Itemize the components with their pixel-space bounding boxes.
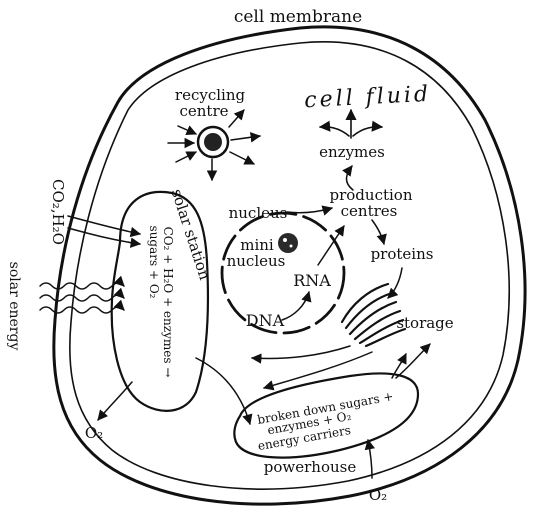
storage-out-arrow-lower	[262, 351, 373, 391]
powerhouse-label: powerhouse	[264, 458, 357, 476]
rna-to-production-arrow	[317, 225, 345, 266]
recycling-centre-label-2: centre	[179, 102, 228, 120]
mini-nucleus-label-2: nucleus	[227, 252, 286, 270]
powerhouse-out-arrow-up	[391, 353, 407, 379]
solar-energy-label: solar energy	[6, 262, 22, 351]
cell-membrane-outer	[52, 25, 527, 506]
recycling-centre-arrows	[167, 109, 262, 182]
nucleus-to-production-arrow	[286, 205, 334, 216]
dna-to-rna-arrow	[281, 290, 312, 321]
o2-bottom-label: O₂	[369, 486, 387, 504]
mini-nucleus	[278, 233, 298, 253]
powerhouse-organelle	[233, 372, 420, 459]
nucleus-membrane	[220, 211, 346, 335]
storage-out-arrow-left	[250, 345, 351, 364]
co2-h2o-input-label: CO₂,H₂O	[49, 179, 67, 245]
o2-left-label: O₂	[85, 424, 103, 442]
cell-fluid-label: cell fluid	[304, 82, 432, 114]
solar-equation-line-1: CO₂ + H₂O + enzymes →	[161, 227, 175, 378]
production-centres-label-2: centres	[341, 202, 398, 220]
recycling-centre-label-1: recycling	[175, 86, 246, 104]
cell-membrane-label: cell membrane	[234, 7, 362, 27]
solar-energy-wavy-arrows	[39, 275, 125, 314]
proteins-to-storage-arrow	[387, 267, 403, 299]
production-to-proteins-arrow	[371, 219, 387, 246]
cell-membrane-inner	[68, 41, 510, 490]
o2-into-powerhouse-arrow	[364, 438, 376, 479]
production-to-enzymes-arrow	[342, 165, 354, 191]
solar-equation-line-2: sugars + O₂	[147, 226, 161, 299]
enzymes-spread-arrows	[318, 108, 384, 139]
nucleus-label: nucleus	[229, 204, 288, 222]
production-centres-label-1: production	[330, 186, 413, 204]
recycling-centre-organelle	[196, 125, 230, 159]
proteins-label: proteins	[371, 245, 434, 263]
solar-to-powerhouse-arrow	[195, 357, 253, 426]
dna-label: DNA	[246, 311, 285, 330]
storage-organelle	[340, 282, 407, 348]
solar-o2-out-arrow	[97, 381, 133, 421]
powerhouse-out-arrow-right	[395, 343, 431, 379]
mini-nucleus-label-1: mini	[240, 236, 274, 254]
recycling-centre-core	[204, 133, 222, 151]
storage-label: storage	[396, 314, 453, 332]
rna-label: RNA	[293, 271, 331, 290]
co2-h2o-input-arrows	[67, 215, 142, 248]
enzymes-label: enzymes	[319, 143, 385, 161]
